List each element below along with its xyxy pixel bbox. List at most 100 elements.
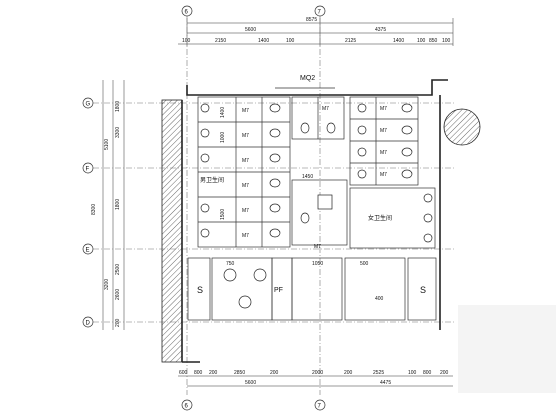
dim-top-4: 100 bbox=[286, 38, 295, 44]
dim-bot-2: 800 bbox=[194, 370, 203, 376]
axis-label-d: D bbox=[86, 321, 91, 327]
toilet-fixture bbox=[269, 178, 281, 188]
axis-label-f: F bbox=[86, 167, 90, 173]
sink-fixture bbox=[423, 193, 433, 203]
dim-top-overall: 8575 bbox=[306, 17, 317, 23]
dim-bot-6: 2000 bbox=[312, 370, 323, 376]
toilet-fixture bbox=[357, 125, 367, 135]
sink-fixture bbox=[423, 213, 433, 223]
dim-top-left-total: 5600 bbox=[245, 27, 256, 33]
dim-left-lower-1: 2500 bbox=[115, 264, 121, 275]
door-label-m7-1: M7 bbox=[242, 108, 249, 114]
female-stall-block: M7 M7 M7 M7 女卫生间 bbox=[349, 96, 436, 249]
room-label-s-left: S bbox=[197, 285, 203, 295]
axis-label-bottom-7: 7 bbox=[318, 404, 322, 410]
dim-left-upper-2: 1800 bbox=[115, 199, 121, 210]
sink-fixture bbox=[223, 268, 237, 282]
dim-top-right-total: 4375 bbox=[375, 27, 386, 33]
dim-top-8: 850 bbox=[429, 38, 438, 44]
toilet-fixture bbox=[269, 103, 281, 113]
axis-label-bottom-6: 6 bbox=[185, 404, 189, 410]
stall-dim: 1450 bbox=[302, 174, 313, 180]
door-label-m7-6: M7 bbox=[242, 233, 249, 239]
room-label-pf: PF bbox=[274, 287, 283, 294]
dim-left-lower-3: 200 bbox=[115, 318, 121, 327]
west-wall-hatched bbox=[161, 99, 183, 363]
dim-left-upper-1: 3300 bbox=[115, 127, 121, 138]
exterior-walls bbox=[161, 79, 481, 363]
dim-bot-11: 200 bbox=[440, 370, 449, 376]
axis-label-top-6: 6 bbox=[185, 10, 189, 16]
door-label-m7-f1: M7 bbox=[380, 106, 387, 112]
sink-fixture bbox=[317, 194, 333, 210]
dim-top-7: 100 bbox=[417, 38, 426, 44]
room-label-s-right: S bbox=[420, 285, 426, 295]
axis-label-e: E bbox=[86, 248, 90, 254]
dim-bot-10: 800 bbox=[423, 370, 432, 376]
watermark-area bbox=[458, 305, 556, 393]
dim-top-5: 2125 bbox=[345, 38, 356, 44]
dim-top-2: 2150 bbox=[215, 38, 226, 44]
door-label-m7-f2: M7 bbox=[380, 128, 387, 134]
center-stall-block: M7 1450 M7 bbox=[291, 96, 348, 250]
toilet-fixture bbox=[300, 122, 310, 134]
dim-left-lower: 3200 bbox=[104, 279, 110, 290]
male-stall-block: M7 M7 M7 M7 M7 M7 男卫生间 1400 1000 1500 bbox=[197, 96, 291, 248]
sink-fixture bbox=[423, 233, 433, 243]
dim-bot-5: 200 bbox=[270, 370, 279, 376]
toilet-fixture bbox=[401, 103, 413, 113]
door-label-m7-2: M7 bbox=[242, 133, 249, 139]
door-label-m7-4: M7 bbox=[242, 183, 249, 189]
sink-fixture bbox=[253, 268, 267, 282]
dim-left-lower-2: 2600 bbox=[115, 289, 121, 300]
toilet-fixture bbox=[401, 169, 413, 179]
dim-bot-8: 2525 bbox=[373, 370, 384, 376]
sink-fixture bbox=[238, 295, 252, 309]
room-label-male-toilet: 男卫生间 bbox=[200, 176, 224, 184]
dim-left-row-a: 1800 bbox=[115, 101, 121, 112]
bottom-dimensions: 600 800 200 2850 200 2000 200 2525 100 8… bbox=[178, 370, 453, 411]
stall-dim: 1500 bbox=[220, 209, 226, 220]
dim-bot-right-total: 4475 bbox=[380, 380, 391, 386]
toilet-fixture bbox=[269, 128, 281, 138]
urinal-fixture bbox=[200, 153, 210, 163]
stall-dim: 400 bbox=[375, 296, 384, 302]
dim-top-1: 100 bbox=[182, 38, 191, 44]
door-label-m7-3: M7 bbox=[242, 158, 249, 164]
dim-bot-1: 600 bbox=[179, 370, 188, 376]
toilet-fixture bbox=[401, 147, 413, 157]
urinal-fixture bbox=[200, 228, 210, 238]
toilet-fixture bbox=[357, 147, 367, 157]
door-label-m7-f4: M7 bbox=[380, 172, 387, 178]
dim-left-upper: 5100 bbox=[104, 139, 110, 150]
dim-left-overall: 8300 bbox=[91, 204, 97, 215]
dim-top-6: 1400 bbox=[393, 38, 404, 44]
urinal-fixture bbox=[200, 128, 210, 138]
room-s-left bbox=[187, 257, 211, 321]
room-label-mq2: MQ2 bbox=[300, 75, 315, 82]
toilet-fixture bbox=[357, 103, 367, 113]
toilet-fixture bbox=[300, 212, 310, 224]
door-label-m7-center: M7 bbox=[314, 244, 321, 250]
dim-bot-7: 200 bbox=[344, 370, 353, 376]
room-label-female-toilet: 女卫生间 bbox=[368, 214, 392, 222]
stall-dim: 1050 bbox=[312, 261, 323, 267]
room-s-right bbox=[407, 257, 437, 321]
dim-bot-9: 100 bbox=[408, 370, 417, 376]
axis-label-g: G bbox=[86, 102, 91, 108]
door-label-m7-c: M7 bbox=[322, 106, 329, 112]
toilet-fixture bbox=[326, 122, 336, 134]
urinal-fixture bbox=[200, 203, 210, 213]
door-label-m7-f3: M7 bbox=[380, 150, 387, 156]
toilet-fixture bbox=[269, 203, 281, 213]
toilet-fixture bbox=[269, 228, 281, 238]
axis-label-top-7: 7 bbox=[318, 10, 322, 16]
dim-bot-3: 200 bbox=[209, 370, 218, 376]
left-dimensions: 8300 5100 3200 1800 3300 1800 2500 2600 … bbox=[82, 80, 125, 330]
axis-bubble-bottom-6 bbox=[181, 399, 193, 411]
column-round-hatched bbox=[443, 108, 481, 146]
stall-dim: 1400 bbox=[220, 107, 226, 118]
dim-top-9: 100 bbox=[442, 38, 451, 44]
urinal-fixture bbox=[200, 103, 210, 113]
